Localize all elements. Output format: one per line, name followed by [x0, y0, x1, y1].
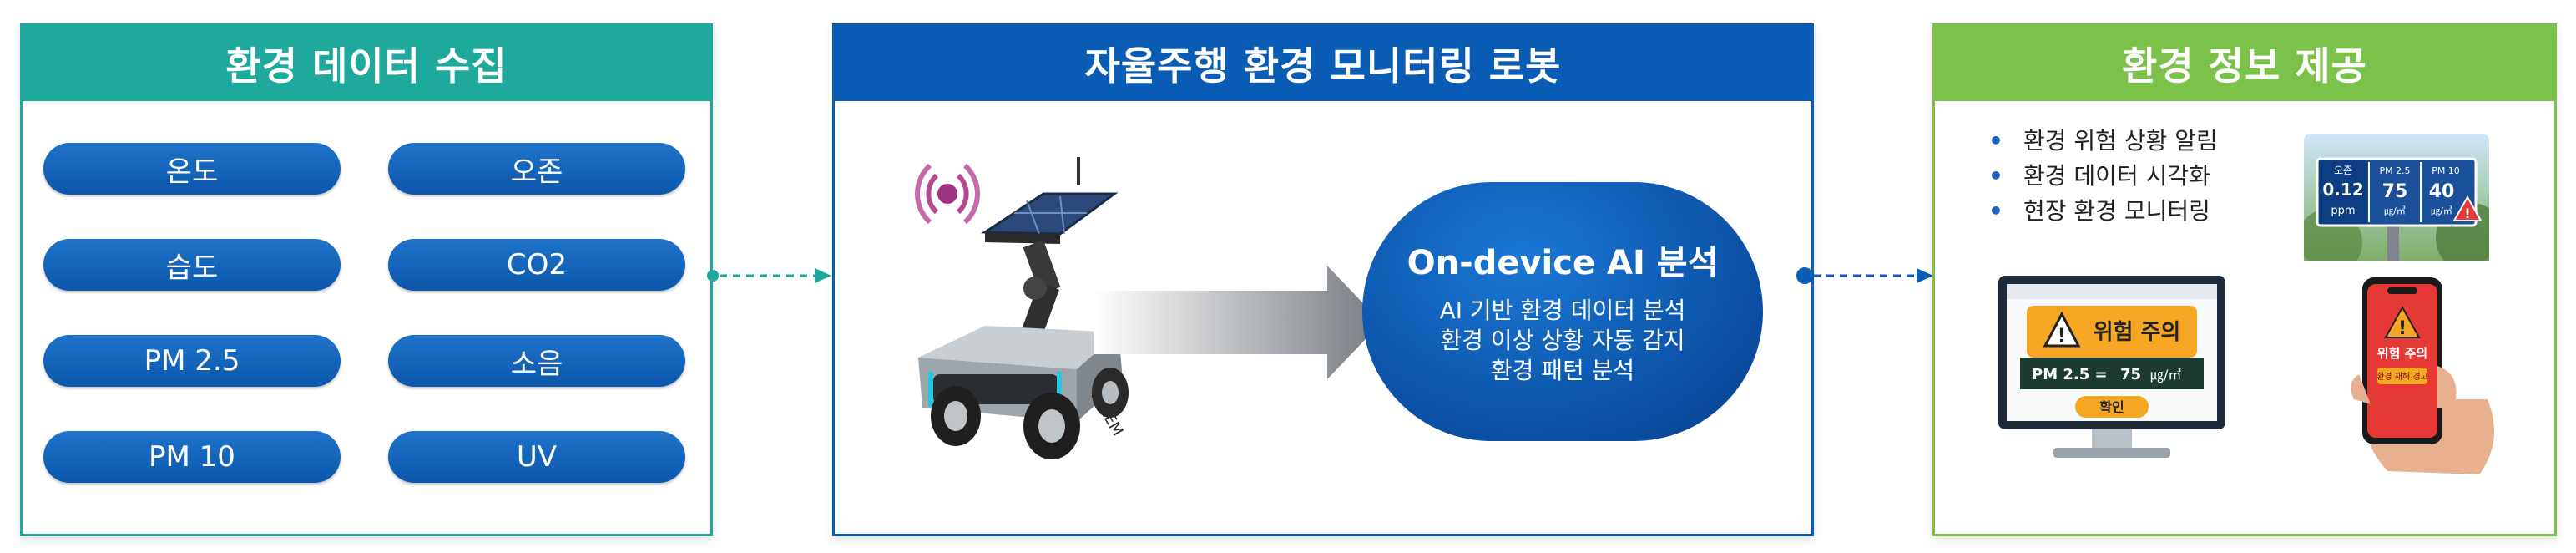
sensor-pill-co2: CO2 — [388, 239, 685, 291]
warning-triangle-icon: ! — [2452, 195, 2483, 221]
svg-text:PM 10: PM 10 — [2432, 165, 2460, 176]
sensor-pill-pm25: PM 2.5 — [43, 335, 341, 387]
svg-text:75: 75 — [2382, 181, 2408, 202]
sensor-pill-noise: 소음 — [388, 335, 685, 387]
warning-triangle-icon: ! — [2043, 311, 2081, 348]
phone-alert-text: 위험 주의 — [2377, 346, 2427, 361]
info-bullet-list: 환경 위험 상황 알림 환경 데이터 시각화 현장 환경 모니터링 — [1988, 124, 2218, 229]
ai-line-pattern: 환경 패턴 분석 — [1490, 357, 1635, 384]
monitor-alert-text: 위험 주의 — [2094, 320, 2181, 345]
ai-title: On-device AI 분석 — [1407, 244, 1719, 282]
bullet-field-monitoring: 현장 환경 모니터링 — [1988, 194, 2218, 229]
wireless-signal-icon — [914, 163, 981, 225]
monitor-alert-display: ! 위험 주의 PM 2.5 = 75 ㎍/㎥ 확인 — [1998, 276, 2225, 458]
warning-triangle-icon: ! — [2384, 305, 2421, 339]
svg-text:40: 40 — [2429, 181, 2455, 202]
sensor-pill-ozone: 오존 — [388, 143, 685, 195]
svg-text:!: ! — [2058, 324, 2067, 348]
svg-text:!: ! — [2398, 318, 2407, 339]
flow-arrow-collect-to-robot — [707, 268, 831, 283]
info-provision-title: 환경 정보 제공 — [1935, 26, 2554, 101]
phone-alert-subtext: 환경 재해 경고 — [2376, 371, 2428, 382]
robot-panel-title: 자율주행 환경 모니터링 로봇 — [835, 26, 1811, 101]
data-collection-panel: 환경 데이터 수집 온도 오존 습도 CO2 PM 2.5 소음 PM 10 U… — [20, 23, 713, 536]
sensor-pill-temperature: 온도 — [43, 143, 341, 195]
bullet-hazard-alert: 환경 위험 상황 알림 — [1988, 124, 2218, 159]
smartphone-alert: ! 위험 주의 환경 재해 경고 — [2351, 277, 2494, 474]
svg-text:ppm: ppm — [2331, 205, 2355, 217]
svg-text:㎍/㎥: ㎍/㎥ — [2431, 205, 2452, 216]
ai-line-analysis: AI 기반 환경 데이터 분석 — [1439, 297, 1686, 324]
bullet-data-visualization: 환경 데이터 시각화 — [1988, 159, 2218, 194]
on-device-ai-badge: On-device AI 분석 AI 기반 환경 데이터 분석 환경 이상 상황… — [1362, 182, 1763, 441]
svg-text:PM 2.5 =: PM 2.5 = — [2032, 366, 2108, 383]
svg-text:!: ! — [2464, 205, 2470, 221]
svg-text:PM 2.5: PM 2.5 — [2379, 165, 2410, 176]
flow-arrow-robot-to-provide — [1796, 267, 1933, 284]
sensor-pill-humidity: 습도 — [43, 239, 341, 291]
confirm-button: 확인 — [2099, 399, 2124, 415]
svg-text:㎍/㎥: ㎍/㎥ — [2150, 367, 2181, 383]
process-arrow — [1094, 266, 1381, 379]
data-collection-title: 환경 데이터 수집 — [23, 26, 710, 101]
svg-text:75: 75 — [2120, 366, 2141, 383]
sensor-pill-pm10: PM 10 — [43, 431, 341, 483]
sensor-pill-uv: UV — [388, 431, 685, 483]
robot-illustration: TAREM — [914, 157, 1129, 459]
svg-text:㎍/㎥: ㎍/㎥ — [2384, 205, 2406, 216]
ai-line-detection: 환경 이상 상황 자동 감지 — [1440, 327, 1685, 354]
svg-text:0.12: 0.12 — [2322, 180, 2363, 200]
roadside-air-quality-sign: 오존 0.12 ppm PM 2.5 75 ㎍/㎥ PM 10 40 ㎍/㎥ ! — [2304, 134, 2489, 261]
svg-text:오존: 오존 — [2334, 165, 2352, 176]
